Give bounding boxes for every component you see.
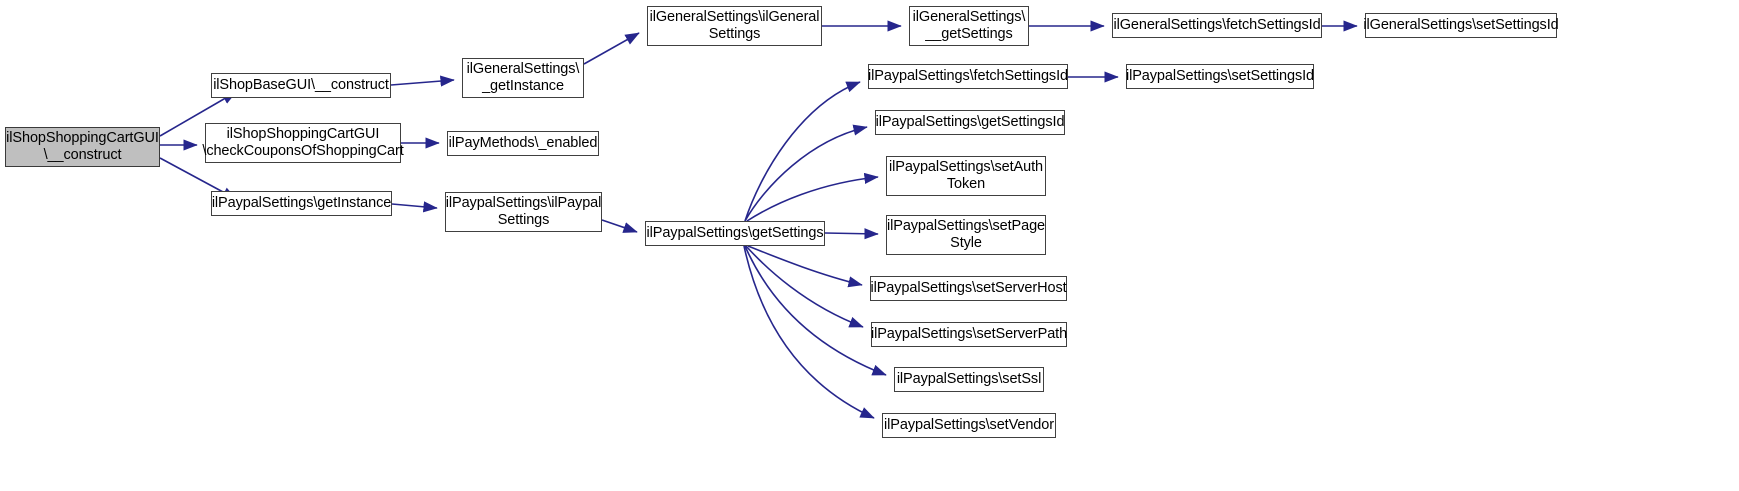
edge-n1-to-n4 xyxy=(390,75,455,87)
graph-node-n18[interactable]: ilGeneralSettings\fetchSettingsId xyxy=(1112,13,1322,38)
graph-node-label: ilPaypalSettings\setServerPath xyxy=(870,326,1068,342)
graph-node-n0[interactable]: ilShopShoppingCartGUI \__construct xyxy=(5,127,160,167)
graph-node-n7[interactable]: ilGeneralSettings\ilGeneral Settings xyxy=(647,6,822,46)
graph-node-n17[interactable]: ilPaypalSettings\setVendor xyxy=(882,413,1056,438)
graph-node-n15[interactable]: ilPaypalSettings\setServerPath xyxy=(871,322,1067,347)
graph-node-label: ilShopBaseGUI\__construct xyxy=(213,77,389,93)
graph-node-n4[interactable]: ilGeneralSettings\ _getInstance xyxy=(462,58,584,98)
graph-node-n5[interactable]: ilPayMethods\_enabled xyxy=(447,131,599,156)
graph-node-label: ilPaypalSettings\setAuth Token xyxy=(889,159,1043,192)
graph-node-label: ilPayMethods\_enabled xyxy=(448,135,598,151)
graph-node-label: ilShopShoppingCartGUI \__construct xyxy=(6,130,159,163)
graph-node-label: ilPaypalSettings\getInstance xyxy=(211,195,392,211)
graph-node-label: ilGeneralSettings\ _getInstance xyxy=(466,61,580,94)
graph-node-label: ilPaypalSettings\ilPaypal Settings xyxy=(445,195,602,228)
graph-node-n14[interactable]: ilPaypalSettings\setServerHost xyxy=(870,276,1067,301)
graph-node-n10[interactable]: ilPaypalSettings\fetchSettingsId xyxy=(868,64,1068,89)
graph-node-label: ilPaypalSettings\setVendor xyxy=(884,417,1054,433)
edge-n8-to-n13 xyxy=(824,228,879,240)
graph-node-label: ilGeneralSettings\setSettingsId xyxy=(1363,17,1559,33)
graph-node-label: ilPaypalSettings\getSettingsId xyxy=(875,114,1065,130)
graph-node-n1[interactable]: ilShopBaseGUI\__construct xyxy=(211,73,391,98)
edge-n6-to-n8 xyxy=(601,219,638,233)
graph-node-n16[interactable]: ilPaypalSettings\setSsl xyxy=(894,367,1044,392)
graph-node-n19[interactable]: ilPaypalSettings\setSettingsId xyxy=(1126,64,1314,89)
edge-n8-to-n12 xyxy=(746,172,879,222)
edge-n3-to-n6 xyxy=(391,201,438,213)
graph-node-n12[interactable]: ilPaypalSettings\setAuth Token xyxy=(886,156,1046,196)
graph-node-n13[interactable]: ilPaypalSettings\setPage Style xyxy=(886,215,1046,255)
graph-node-n11[interactable]: ilPaypalSettings\getSettingsId xyxy=(875,110,1065,135)
graph-node-label: ilGeneralSettings\ __getSettings xyxy=(912,9,1026,42)
graph-node-label: ilGeneralSettings\fetchSettingsId xyxy=(1113,17,1321,33)
graph-node-n9[interactable]: ilGeneralSettings\ __getSettings xyxy=(909,6,1029,46)
graph-node-label: ilPaypalSettings\fetchSettingsId xyxy=(868,68,1068,84)
edge-n8-to-n11 xyxy=(744,124,868,222)
graph-node-label: ilShopShoppingCartGUI \checkCouponsOfSho… xyxy=(202,126,404,159)
edge-n8-to-n15 xyxy=(745,245,864,328)
graph-node-label: ilGeneralSettings\ilGeneral Settings xyxy=(649,9,820,42)
graph-node-label: ilPaypalSettings\setSettingsId xyxy=(1125,68,1315,84)
graph-node-label: ilPaypalSettings\setServerHost xyxy=(870,280,1067,296)
graph-node-n6[interactable]: ilPaypalSettings\ilPaypal Settings xyxy=(445,192,602,232)
graph-node-n3[interactable]: ilPaypalSettings\getInstance xyxy=(211,191,392,216)
graph-node-n2[interactable]: ilShopShoppingCartGUI \checkCouponsOfSho… xyxy=(202,123,404,163)
graph-node-label: ilPaypalSettings\getSettings xyxy=(646,225,824,241)
graph-node-n8[interactable]: ilPaypalSettings\getSettings xyxy=(645,221,825,246)
edge-n8-to-n17 xyxy=(743,245,875,419)
edge-n4-to-n7 xyxy=(583,32,640,65)
edge-n8-to-n14 xyxy=(747,245,863,288)
graph-node-label: ilPaypalSettings\setSsl xyxy=(896,371,1042,387)
graph-node-label: ilPaypalSettings\setPage Style xyxy=(887,218,1046,251)
edge-n8-to-n10 xyxy=(744,81,861,222)
edge-n8-to-n16 xyxy=(744,245,887,376)
graph-node-n20[interactable]: ilGeneralSettings\setSettingsId xyxy=(1363,13,1559,38)
